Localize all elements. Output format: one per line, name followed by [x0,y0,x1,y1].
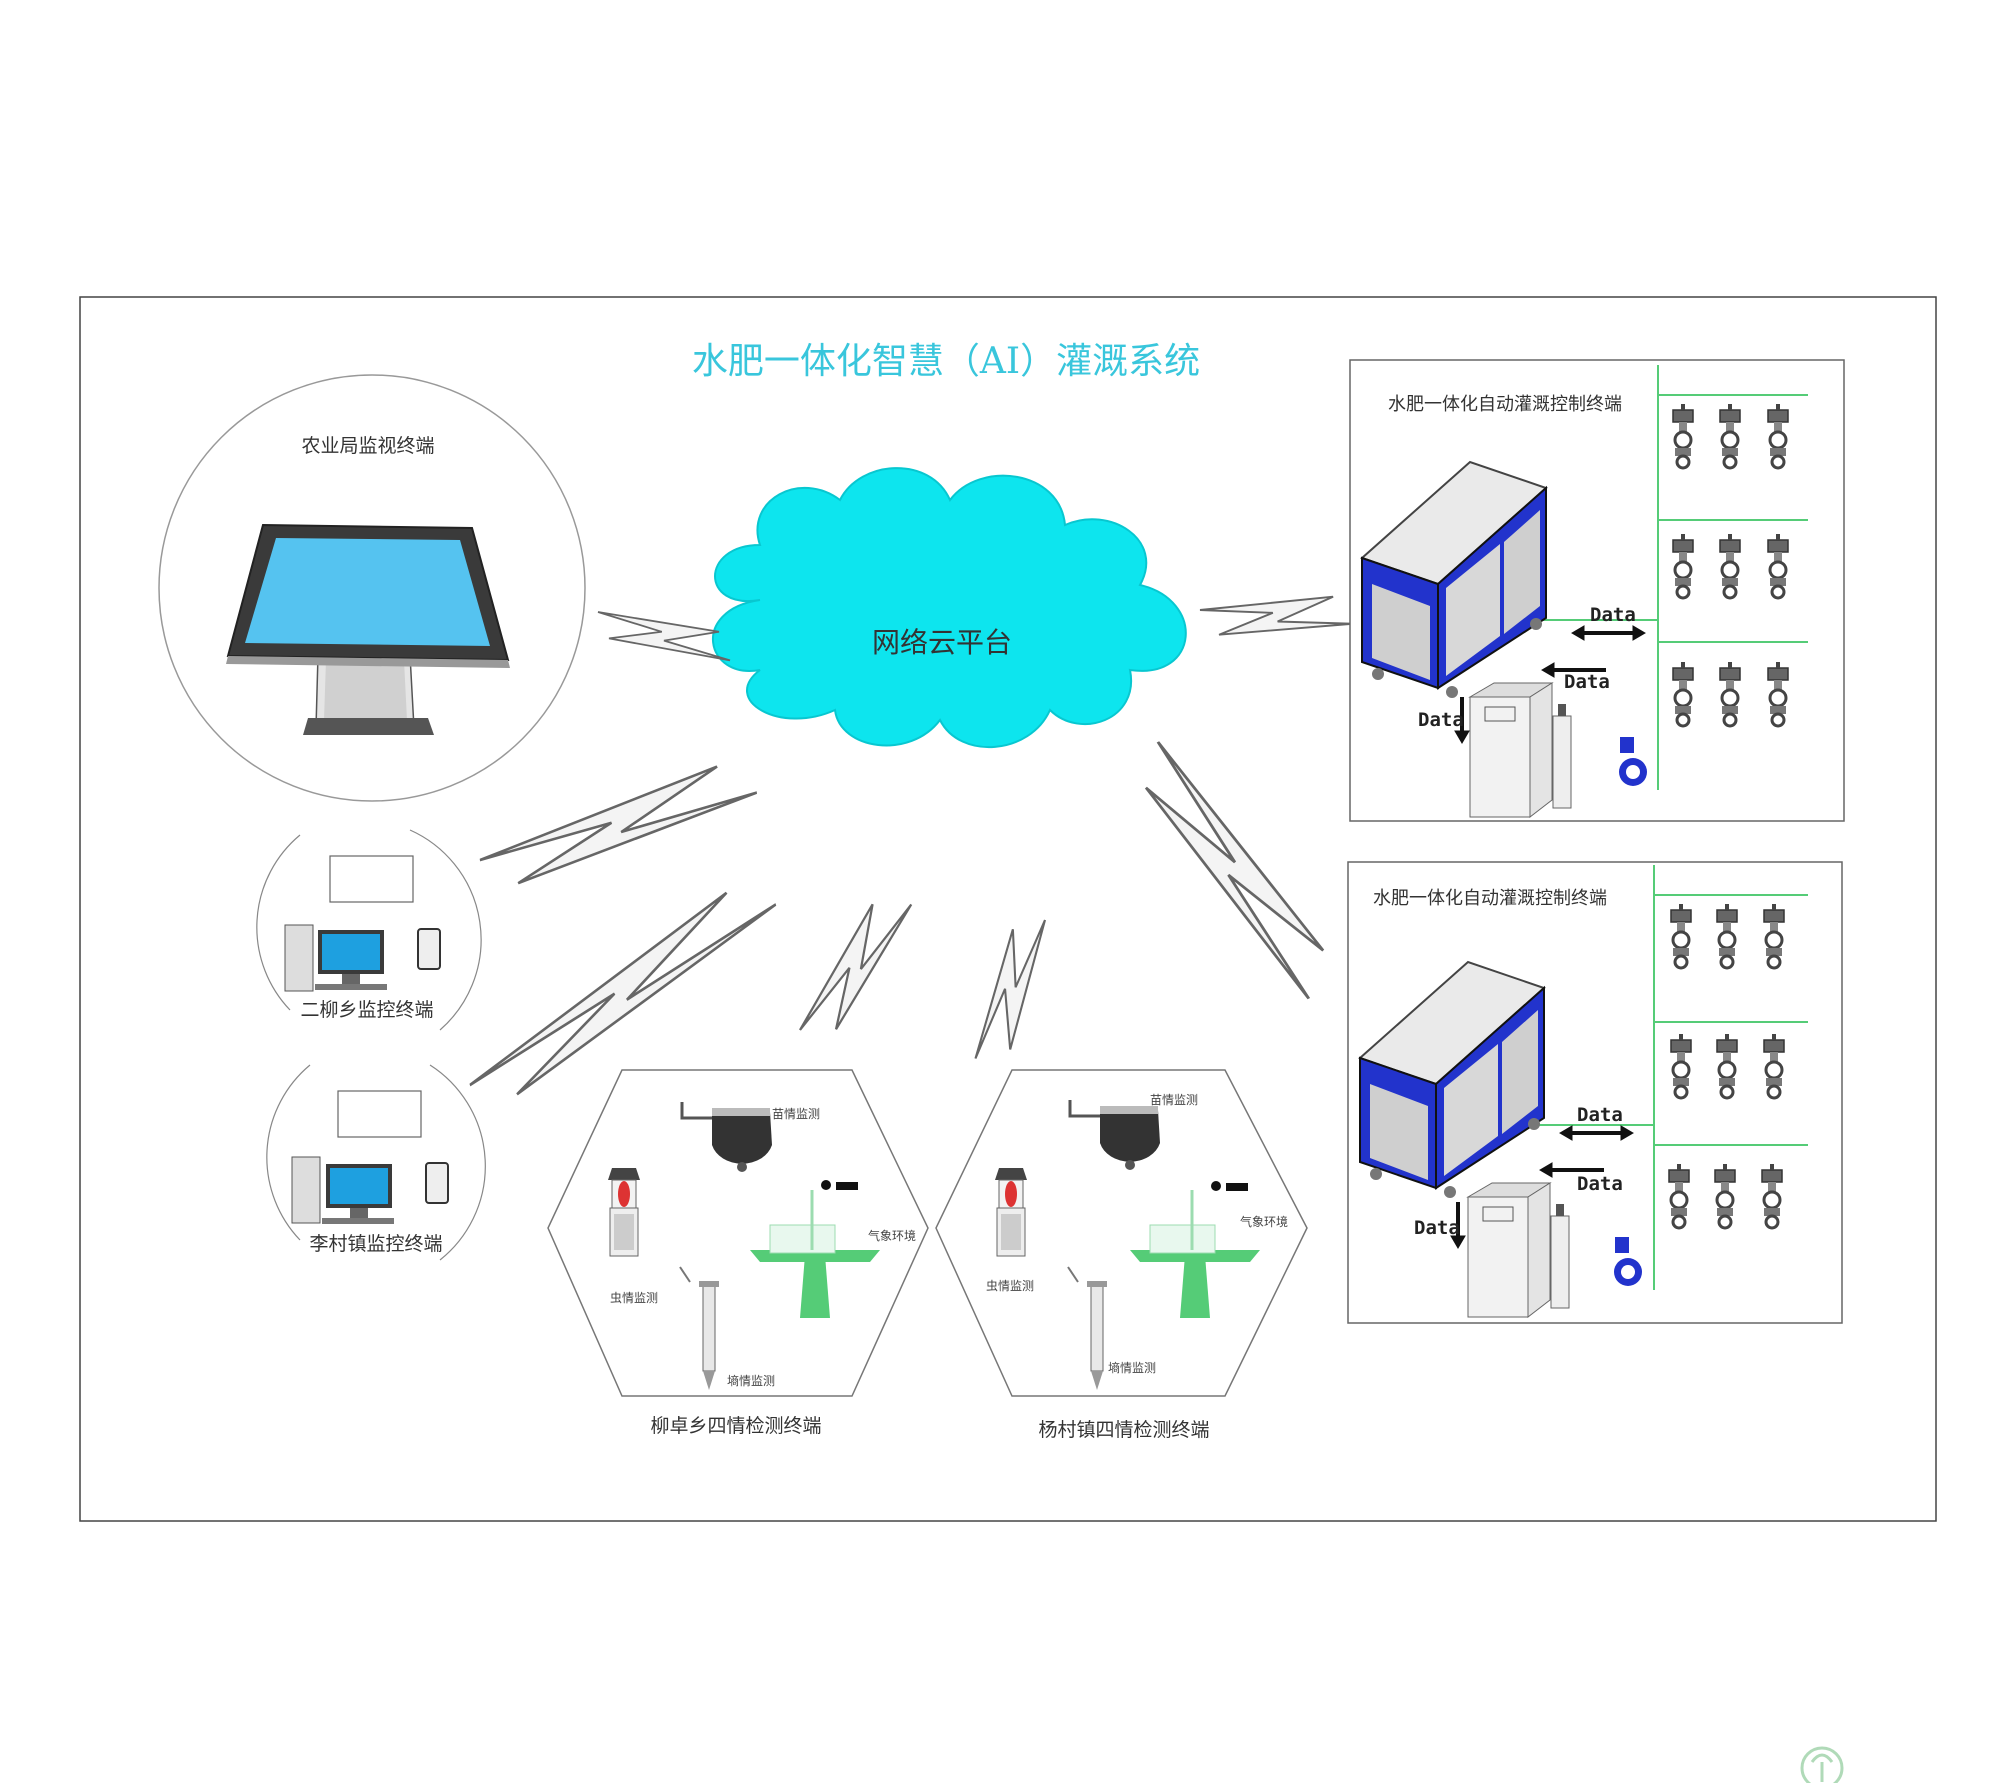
liuzhuo-label: 柳卓乡四情检测终端 [650,1415,821,1437]
liuzhuo-camera-label: 苗情监测 [772,1107,820,1121]
data-label: Data [1577,1173,1623,1195]
erliu-terminal: 二柳乡监控终端 [256,829,482,1031]
phone-icon [417,928,441,970]
flowmeter-icon [1619,737,1647,786]
camera-dome-icon [680,1102,772,1172]
weather-station-icon [1130,1181,1260,1318]
control-bottom-label: 水肥一体化自动灌溉控制终端 [1373,888,1607,909]
data-arrows-top: Data Data Data [1418,604,1646,744]
data-label: Data [1418,709,1464,731]
control-cabinet-icon [1466,1182,1552,1319]
computer-icon [291,1156,394,1224]
cloud-icon: 网络云平台 [711,467,1187,749]
control-top-label: 水肥一体化自动灌溉控制终端 [1388,394,1622,415]
yangcun-monitor-hex: 苗情监测 虫情监测 气象环境 墒情监测 杨村镇四情检测终端 [935,1069,1308,1441]
logo-icon [1800,1746,1844,1783]
data-label: Data [1564,671,1610,693]
insect-trap-icon [995,1168,1027,1257]
liuzhuo-weather-label: 气象环境 [868,1228,916,1243]
control-terminal-top: 水肥一体化自动灌溉控制终端 [1349,359,1845,822]
flowmeter-icon [1614,1237,1642,1286]
weather-station-icon [750,1180,880,1318]
yangcun-insect-label: 虫情监测 [986,1279,1034,1293]
licun-label: 李村镇监控终端 [309,1233,442,1255]
data-label: Data [1577,1104,1623,1126]
fertigation-machine-icon [1358,960,1546,1198]
data-label: Data [1590,604,1636,626]
control-terminal-bottom: 水肥一体化自动灌溉控制终端 [1347,861,1843,1324]
filter-icon [1550,1204,1570,1309]
camera-dome-icon [1068,1100,1160,1170]
agri-bureau-terminal: 农业局监视终端 [158,374,586,802]
control-cabinet-icon [1468,682,1554,819]
fertigation-machine-icon [1360,460,1548,698]
computer-icon [284,924,387,992]
agri-bureau-label: 农业局监视终端 [301,435,434,457]
insect-trap-icon [608,1168,640,1257]
yangcun-label: 杨村镇四情检测终端 [1038,1419,1209,1441]
liuzhuo-soil-label: 墒情监测 [727,1373,775,1388]
irrigation-pipes-bottom [1471,865,1808,1290]
licun-terminal: 李村镇监控终端 [266,1064,486,1261]
soil-probe-icon [1067,1266,1107,1390]
soil-probe-icon [679,1266,719,1390]
yangcun-soil-label: 墒情监测 [1108,1360,1156,1375]
erliu-label: 二柳乡监控终端 [300,999,433,1021]
filter-icon [1552,704,1572,809]
diagram-title: 水肥一体化智慧（AI）灌溉系统 [692,341,1200,382]
liuzhuo-insect-label: 虫情监测 [610,1291,658,1305]
yangcun-camera-label: 苗情监测 [1150,1093,1198,1107]
liuzhuo-monitor-hex: 苗情监测 虫情监测 气象环境 墒情监测 柳卓乡四情检测终端 [547,1069,929,1437]
data-arrows-bottom: Data Data Data [1414,1104,1634,1249]
cloud-label: 网络云平台 [872,626,1012,659]
data-label: Data [1414,1217,1460,1239]
kiosk-icon [226,523,510,735]
yangcun-weather-label: 气象环境 [1240,1214,1288,1229]
phone-icon [425,1162,449,1204]
